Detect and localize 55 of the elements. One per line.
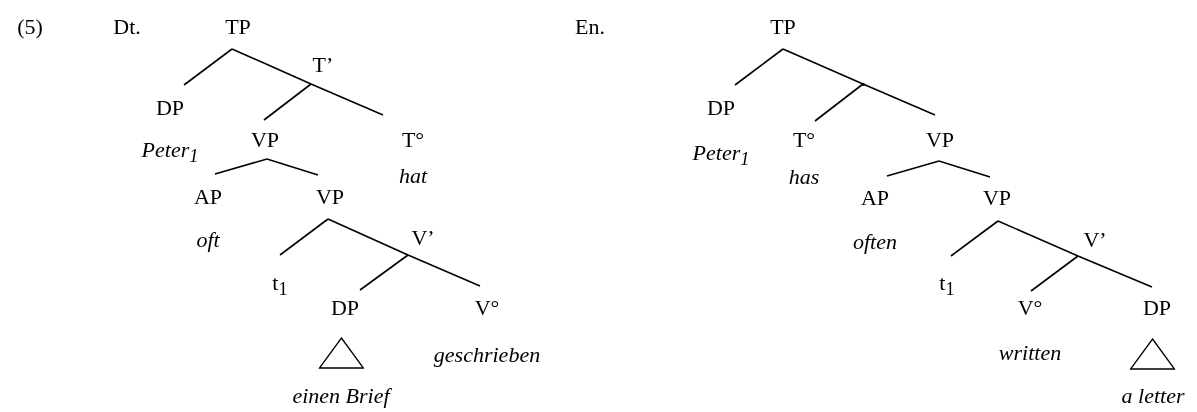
- category-label: DP: [330, 295, 360, 321]
- tree-branch: [886, 160, 940, 177]
- tree-branch: [814, 83, 864, 122]
- tree-branch: [359, 254, 409, 291]
- tree-branch: [263, 83, 312, 121]
- tree-branch: [327, 218, 409, 256]
- category-label: t$_{1}$: [939, 270, 955, 302]
- category-label: DP: [705, 95, 737, 121]
- category-label: V’: [1083, 227, 1107, 253]
- category-label: V’: [411, 225, 435, 251]
- category-label: AP: [859, 185, 891, 211]
- tree-branch: [782, 48, 864, 85]
- tree-branch: [407, 254, 481, 287]
- word-text: written: [998, 340, 1062, 366]
- word-text: Peter$_{1}$: [692, 140, 750, 172]
- category-label: V°: [473, 295, 501, 321]
- word-text: often: [853, 229, 897, 255]
- category-label: DP: [1142, 295, 1172, 321]
- category-label: VP: [925, 127, 955, 153]
- category-label: T°: [791, 127, 817, 153]
- tree-branch: [214, 158, 268, 175]
- tree-branch: [266, 158, 319, 176]
- category-label: DP: [154, 95, 186, 121]
- branch-point: [861, 82, 865, 86]
- tree-branch: [997, 220, 1079, 257]
- category-label: VP: [250, 127, 280, 153]
- category-label: T°: [400, 127, 426, 153]
- category-label: T’: [312, 52, 334, 78]
- category-label: AP: [193, 184, 223, 210]
- phrase-text: a letter: [1121, 383, 1185, 409]
- category-label: VP: [982, 185, 1012, 211]
- tree-branch: [231, 48, 312, 85]
- tree-branch: [734, 48, 784, 86]
- language-label: Dt.: [113, 14, 141, 40]
- tree-branch: [862, 83, 936, 116]
- tree-branch: [938, 160, 991, 178]
- tree-branch: [1077, 255, 1153, 288]
- tree-branch: [279, 218, 329, 256]
- example-number: (5): [17, 14, 43, 40]
- word-text: has: [788, 164, 820, 190]
- category-label: TP: [770, 14, 796, 40]
- word-text: Peter$_{1}$: [141, 137, 199, 169]
- tree-branch: [310, 83, 384, 116]
- category-label: VP: [315, 184, 345, 210]
- category-label: V°: [1016, 295, 1044, 321]
- tree-branch: [183, 48, 233, 86]
- category-label: TP: [225, 14, 251, 40]
- word-text: oft: [195, 227, 221, 253]
- category-label: t$_{1}$: [272, 270, 288, 302]
- tree-branch: [1030, 255, 1079, 292]
- word-text: geschrieben: [433, 342, 541, 368]
- phrase-text: einen Brief: [292, 383, 390, 409]
- language-label: En.: [575, 14, 605, 40]
- tree-branch: [950, 220, 999, 257]
- word-text: hat: [398, 163, 428, 189]
